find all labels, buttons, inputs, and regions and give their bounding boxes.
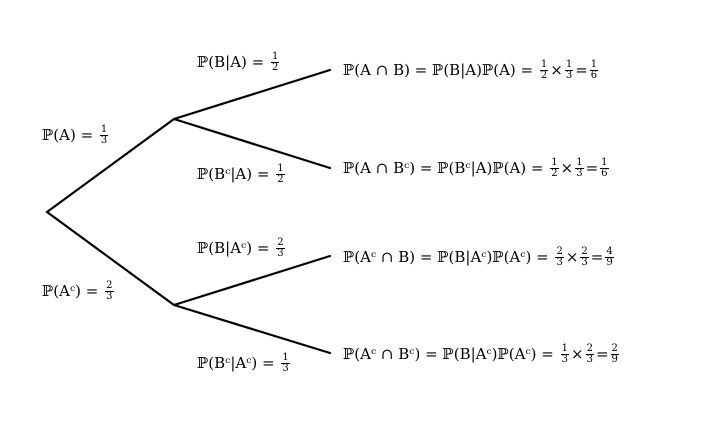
edge-ac-to-b	[172, 254, 332, 307]
fraction-numerator: 1	[550, 156, 559, 169]
fraction-numerator: 2	[585, 342, 594, 355]
fraction-numerator: 1	[575, 156, 584, 169]
expr-text: ℙ(Aᶜ ∩ Bᶜ) = ℙ(B|Aᶜ)ℙ(Aᶜ) =	[343, 345, 559, 363]
fraction-denominator: 6	[590, 69, 598, 81]
edge-a-to-b	[172, 68, 332, 121]
expr-text: =	[590, 248, 604, 266]
fraction-numerator: 2	[610, 342, 619, 355]
fraction-denominator: 3	[556, 256, 563, 268]
fraction-denominator: 2	[277, 173, 284, 185]
fraction-denominator: 3	[561, 353, 569, 365]
expr-text: ×	[565, 248, 579, 266]
fraction-denominator: 3	[581, 256, 588, 268]
expr-text: ℙ(B|Aᶜ) =	[197, 239, 275, 257]
edge-root-to-a	[45, 117, 176, 214]
expr-text: =	[575, 61, 588, 79]
fraction-numerator: 1	[276, 162, 285, 175]
fraction-numerator: 1	[99, 123, 109, 136]
fraction-numerator: 1	[560, 342, 570, 355]
expr-text: =	[595, 345, 609, 363]
fraction-numerator: 4	[605, 245, 614, 258]
fraction-numerator: 1	[271, 50, 280, 63]
fraction-denominator: 3	[282, 362, 289, 374]
fraction-numerator: 2	[580, 245, 589, 258]
edge-ac-to-bc	[172, 303, 332, 355]
edge-a-to-bc	[172, 117, 332, 170]
expr-text: ℙ(A ∩ Bᶜ) = ℙ(Bᶜ|A)ℙ(A) =	[343, 159, 549, 177]
expr-text: ℙ(A ∩ B) = ℙ(B|A)ℙ(A) =	[343, 61, 538, 79]
fraction-denominator: 2	[540, 69, 548, 81]
fraction-denominator: 3	[100, 134, 108, 146]
fraction-numerator: 2	[105, 279, 114, 292]
fraction-denominator: 3	[565, 69, 573, 81]
edge-root-to-ac	[45, 210, 176, 307]
fraction-denominator: 9	[606, 256, 613, 268]
fraction-numerator: 1	[564, 58, 574, 71]
fraction-denominator: 9	[611, 353, 618, 365]
expr-text: ℙ(Aᶜ ∩ B) = ℙ(B|Aᶜ)ℙ(Aᶜ) =	[343, 248, 554, 266]
fraction-numerator: 1	[539, 58, 549, 71]
fraction-denominator: 6	[601, 167, 608, 179]
fraction-denominator: 2	[551, 167, 558, 179]
fraction-numerator: 1	[600, 156, 609, 169]
fraction-denominator: 3	[586, 353, 593, 365]
expr-text: ℙ(B|A) =	[197, 53, 269, 71]
fraction-denominator: 3	[106, 290, 113, 302]
expr-text: ×	[560, 159, 574, 177]
fraction-numerator: 1	[281, 351, 290, 364]
fraction-numerator: 1	[589, 58, 599, 71]
expr-text: ℙ(A) =	[42, 126, 98, 144]
expr-text: =	[585, 159, 599, 177]
expr-text: ℙ(Bᶜ|Aᶜ) =	[197, 354, 280, 372]
expr-text: ℙ(Aᶜ) =	[42, 282, 104, 300]
fraction-numerator: 2	[555, 245, 564, 258]
fraction-denominator: 2	[272, 61, 279, 73]
expr-text: ×	[571, 345, 584, 363]
fraction-numerator: 2	[276, 236, 285, 249]
fraction-denominator: 3	[576, 167, 583, 179]
expr-text: ×	[550, 61, 563, 79]
expr-text: ℙ(Bᶜ|A) =	[197, 165, 275, 183]
fraction-denominator: 3	[277, 247, 284, 259]
